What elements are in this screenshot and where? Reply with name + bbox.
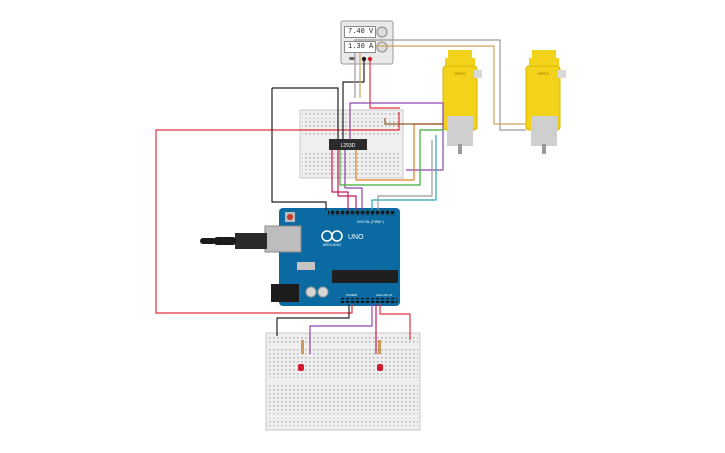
wires (155, 39, 526, 354)
breadboard-bottom[interactable] (265, 332, 421, 431)
power-header-label: POWER (346, 293, 358, 297)
led-right[interactable] (377, 364, 383, 371)
digital-header[interactable] (328, 210, 396, 216)
arduino-brand: ARDUINO (323, 242, 341, 247)
arduino-uno[interactable]: ARDUINO UNO DIGITAL (PWM~) POWER ANALOG … (264, 208, 400, 306)
wire-gray-1 (354, 39, 526, 131)
wire-black-top (272, 87, 339, 140)
motor-right[interactable]: 6RPM (525, 50, 566, 154)
capacitor (305, 286, 317, 298)
arduino-model: UNO (348, 234, 364, 241)
wire-purple-bottom (309, 304, 373, 354)
wire-green (339, 129, 443, 186)
power-jack (271, 284, 299, 302)
power-header[interactable] (340, 298, 370, 303)
resistor-left[interactable] (301, 340, 304, 354)
motor-driver-chip[interactable]: L293D (329, 139, 367, 150)
analog-header[interactable] (371, 298, 397, 303)
microcontroller-chip (332, 270, 398, 283)
led-left[interactable] (298, 364, 304, 371)
motor-right-label: 6RPM (537, 71, 548, 76)
usb-port (264, 225, 302, 253)
wire-supply-black (342, 61, 365, 140)
wire-gray-3 (377, 140, 433, 210)
current-readout: 1.30 A (344, 41, 376, 53)
motor-left-label: 6RPM (454, 71, 465, 76)
wire-magenta-2 (337, 150, 357, 210)
motor-driver-label: L293D (341, 143, 356, 149)
wire-teal (371, 135, 437, 210)
wire-purple (344, 150, 363, 210)
wire-supply-red (369, 61, 400, 109)
usb-cable (200, 233, 267, 249)
voltage-readout: 7.40 V (344, 26, 376, 38)
capacitor (317, 286, 329, 298)
supply-negative-terminal[interactable] (361, 56, 367, 62)
motor-left[interactable]: 6RPM (442, 50, 482, 154)
resistor-right[interactable] (378, 340, 381, 354)
analog-header-label: ANALOG IN (376, 293, 392, 297)
wire-purple-2 (349, 102, 444, 171)
wire-red-main (155, 112, 400, 314)
wire-black-loop (271, 88, 327, 210)
wire-brown (384, 118, 443, 125)
supply-positive-terminal[interactable] (367, 56, 373, 62)
wire-red-bottom (379, 304, 411, 340)
digital-header-label: DIGITAL (PWM~) (357, 220, 384, 224)
reset-button[interactable] (287, 214, 293, 220)
wire-gray-2 (359, 45, 526, 125)
wire-magenta-1 (331, 150, 349, 210)
wire-black-bottom (276, 304, 350, 336)
